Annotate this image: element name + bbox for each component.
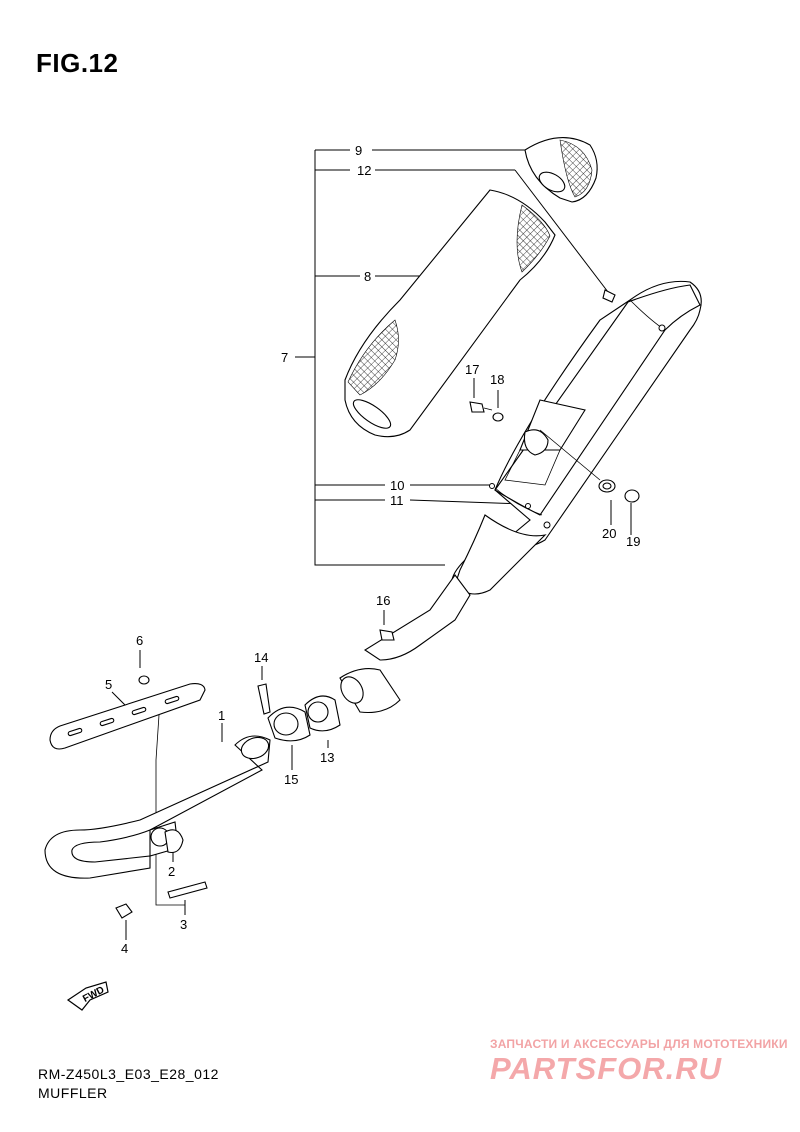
hardware-parts bbox=[379, 289, 640, 641]
muffler-body bbox=[363, 280, 702, 661]
exhaust-pipe bbox=[44, 735, 271, 879]
part-number-15: 15 bbox=[284, 772, 298, 787]
model-code: RM-Z450L3_E03_E28_012 bbox=[38, 1066, 219, 1082]
figure-title: FIG.12 bbox=[36, 48, 119, 78]
watermark-tagline: ЗАПЧАСТИ И АКСЕССУАРЫ ДЛЯ МОТОТЕХНИКИ bbox=[490, 1037, 788, 1051]
heat-shield bbox=[49, 675, 206, 750]
part-number-6: 6 bbox=[136, 633, 143, 648]
section-name: MUFFLER bbox=[38, 1085, 108, 1101]
part-number-7: 7 bbox=[281, 350, 288, 365]
part-number-2: 2 bbox=[168, 864, 175, 879]
part-number-16: 16 bbox=[376, 593, 390, 608]
part-number-9: 9 bbox=[355, 143, 362, 158]
end-cap bbox=[524, 137, 598, 203]
part-number-1: 1 bbox=[218, 708, 225, 723]
forward-label: FWD bbox=[81, 985, 106, 1005]
watermark-brand: PARTSFOR.RU bbox=[490, 1051, 723, 1086]
assembly-bracket bbox=[295, 149, 445, 566]
part-number-3: 3 bbox=[180, 917, 187, 932]
part-number-19: 19 bbox=[626, 534, 640, 549]
part-number-12: 12 bbox=[357, 163, 371, 178]
stud-and-nut bbox=[115, 881, 208, 919]
part-number-5: 5 bbox=[105, 677, 112, 692]
part-number-4: 4 bbox=[121, 941, 128, 956]
part-number-8: 8 bbox=[364, 269, 371, 284]
part-number-10: 10 bbox=[390, 478, 404, 493]
part-number-17: 17 bbox=[465, 362, 479, 377]
forward-direction-arrow: FWD bbox=[66, 981, 109, 1011]
joint-parts bbox=[257, 668, 401, 742]
part-number-14: 14 bbox=[254, 650, 268, 665]
part-number-20: 20 bbox=[602, 526, 616, 541]
part-number-11: 11 bbox=[390, 493, 404, 508]
part-number-18: 18 bbox=[490, 372, 504, 387]
part-number-13: 13 bbox=[320, 750, 334, 765]
leader-lines bbox=[111, 149, 632, 940]
muffler-cover bbox=[344, 189, 556, 438]
part-number-labels: 9 12 8 7 17 18 10 11 20 19 16 6 14 5 1 1… bbox=[105, 143, 640, 956]
